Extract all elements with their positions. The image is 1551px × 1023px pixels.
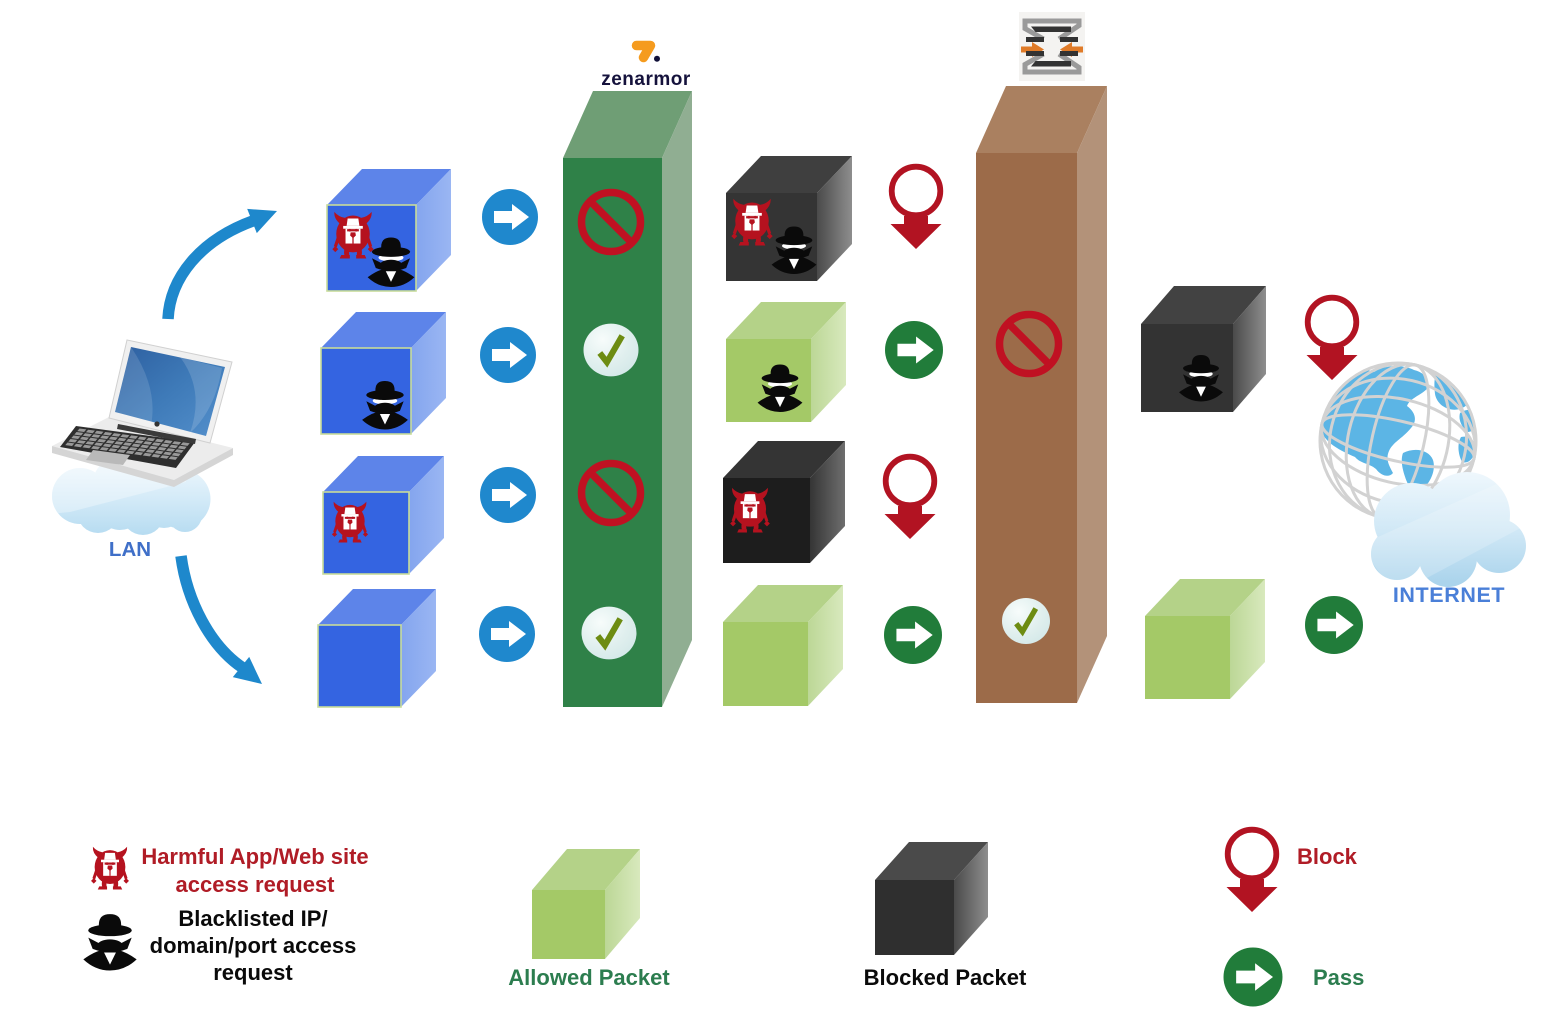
svg-text:Allowed Packet: Allowed Packet bbox=[508, 965, 670, 990]
svg-text:zenarmor: zenarmor bbox=[601, 69, 691, 90]
svg-text:LAN: LAN bbox=[109, 538, 151, 561]
svg-text:request: request bbox=[213, 960, 293, 985]
svg-text:Block: Block bbox=[1297, 844, 1358, 869]
svg-text:Blacklisted IP/: Blacklisted IP/ bbox=[178, 906, 327, 931]
svg-text:Pass: Pass bbox=[1313, 965, 1364, 990]
svg-text:INTERNET: INTERNET bbox=[1393, 583, 1505, 607]
svg-text:Blocked Packet: Blocked Packet bbox=[864, 965, 1027, 990]
svg-text:access request: access request bbox=[176, 872, 336, 897]
svg-text:domain/port access: domain/port access bbox=[150, 933, 357, 958]
svg-text:Harmful App/Web site: Harmful App/Web site bbox=[141, 844, 368, 869]
